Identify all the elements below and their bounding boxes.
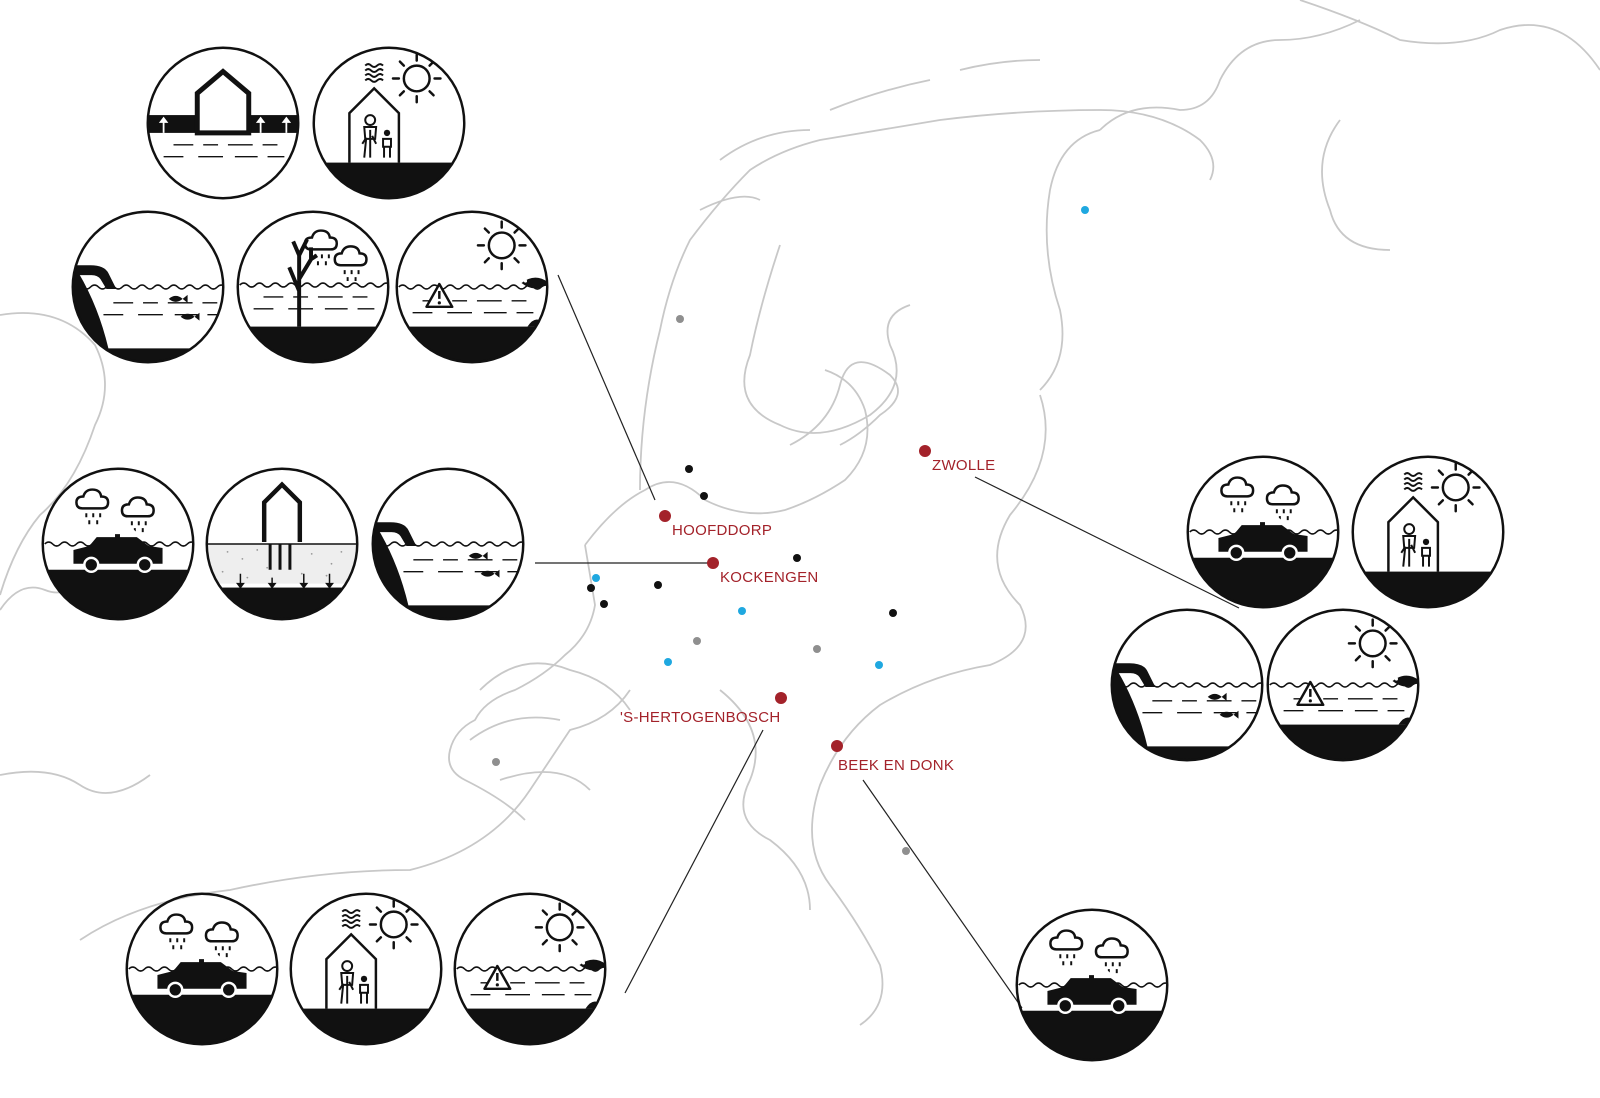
- outflow-pipe-icon: [369, 469, 527, 635]
- city-hertogenbosch[interactable]: 'S-HERTOGENBOSCH: [620, 692, 787, 726]
- city-kockengen[interactable]: KOCKENGEN: [707, 557, 819, 586]
- black-dot: [889, 609, 897, 617]
- fish-warning-icon: [393, 212, 557, 376]
- blue-dot: [1081, 206, 1089, 214]
- grey-dot: [693, 637, 701, 645]
- black-dot: [654, 581, 662, 589]
- icon-group-hertogenbosch: [123, 894, 615, 1058]
- city-marker: [831, 740, 843, 752]
- black-dot: [685, 465, 693, 473]
- city-marker: [775, 692, 787, 704]
- heat-house-icon: [1349, 457, 1507, 621]
- icon-group-zwolle: [1108, 457, 1507, 776]
- fish-warning-icon: [1264, 610, 1428, 774]
- dead-tree-rain-icon: [234, 212, 392, 376]
- leader-lines: [535, 274, 1240, 1009]
- floating-house-icon: [144, 48, 302, 198]
- coastline: [0, 0, 1600, 1026]
- grey-dot: [902, 847, 910, 855]
- grey-dot: [492, 758, 500, 766]
- observation-dots: [492, 206, 1089, 855]
- city-marker: [659, 510, 671, 522]
- black-dot: [700, 492, 708, 500]
- city-label-beek-en-donk: BEEK EN DONK: [838, 757, 954, 774]
- flooded-car-icon: [1184, 457, 1342, 617]
- subsiding-house-icon: [203, 469, 361, 637]
- city-hoofddorp[interactable]: HOOFDDORP: [659, 510, 772, 539]
- outflow-pipe-icon: [69, 212, 227, 378]
- icon-group-kockengen: [39, 469, 527, 637]
- city-zwolle[interactable]: ZWOLLE: [919, 445, 995, 474]
- heat-house-icon: [310, 48, 468, 212]
- city-label-hertogenbosch: 'S-HERTOGENBOSCH: [620, 709, 780, 726]
- blue-dot: [664, 658, 672, 666]
- blue-dot: [738, 607, 746, 615]
- black-dot: [587, 584, 595, 592]
- city-label-kockengen: KOCKENGEN: [720, 569, 819, 586]
- flooded-car-icon: [1013, 910, 1171, 1070]
- icon-group-hoofddorp: [69, 48, 557, 378]
- flooded-car-icon: [39, 469, 197, 629]
- heat-house-icon: [287, 894, 445, 1058]
- city-label-hoofddorp: HOOFDDORP: [672, 522, 772, 539]
- grey-dot: [676, 315, 684, 323]
- outflow-pipe-icon: [1108, 610, 1266, 776]
- blue-dot: [875, 661, 883, 669]
- city-marker: [707, 557, 719, 569]
- black-dot: [600, 600, 608, 608]
- city-marker: [919, 445, 931, 457]
- fish-warning-icon: [451, 894, 615, 1058]
- black-dot: [793, 554, 801, 562]
- blue-dot: [592, 574, 600, 582]
- icon-group-beek-en-donk: [1013, 910, 1171, 1070]
- flooded-car-icon: [123, 894, 281, 1054]
- grey-dot: [813, 645, 821, 653]
- city-label-zwolle: ZWOLLE: [932, 457, 995, 474]
- city-beek-en-donk[interactable]: BEEK EN DONK: [831, 740, 954, 774]
